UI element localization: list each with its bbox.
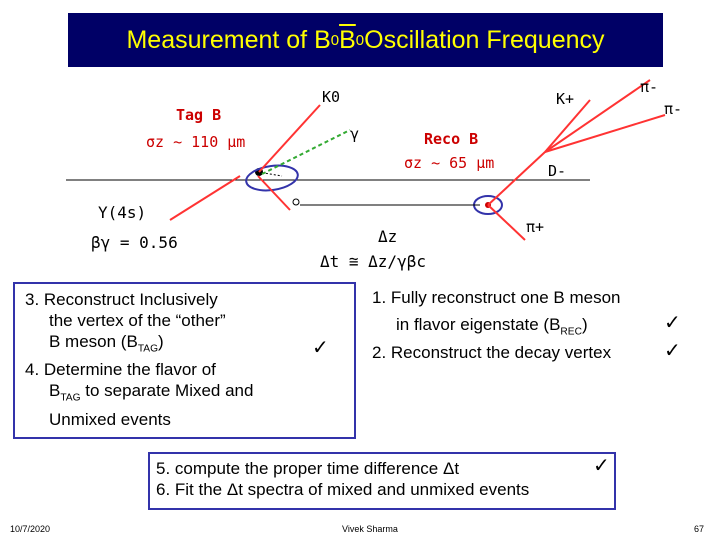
- title-sup-2: 0: [355, 31, 365, 49]
- left-check-icon: ✓: [312, 337, 329, 359]
- tag-b-name: Tag B: [176, 106, 222, 124]
- gamma-label: γ: [350, 125, 359, 143]
- upsilon-label: Υ(4s): [98, 203, 147, 222]
- step1-check-icon: ✓: [664, 310, 681, 334]
- pi-plus-track: [487, 204, 526, 241]
- step4-line2-sub: TAG: [60, 392, 81, 404]
- delta-z-marker-left: [292, 198, 300, 206]
- step3-line1: 3. Reconstruct Inclusively: [25, 290, 218, 309]
- title-prefix: Measurement of B: [126, 25, 331, 54]
- step1-line2-sub: REC: [560, 326, 582, 338]
- boost-label: βγ = 0.56: [91, 233, 178, 252]
- reco-b-name: Reco B: [424, 130, 479, 148]
- step1-line2-pre: in flavor eigenstate (B: [396, 315, 561, 334]
- k0-label: K0: [322, 88, 341, 106]
- step4-line1: 4. Determine the flavor of: [25, 360, 216, 380]
- step1-line2: in flavor eigenstate (BREC): [396, 314, 588, 342]
- title-sup-1: 0: [330, 31, 340, 49]
- pi-minus-label-2: π-: [664, 100, 683, 118]
- delta-z-label: Δz: [378, 227, 398, 246]
- k-plus-label: K+: [556, 90, 575, 108]
- gamma-track: [261, 129, 351, 175]
- step5: 5. compute the proper time difference Δt: [156, 459, 460, 478]
- step3-line3-pre: B meson (B: [49, 332, 138, 351]
- step3-line3-sub: TAG: [137, 343, 158, 355]
- pi-minus-track-2: [544, 114, 666, 153]
- bottom-steps-box: 5. compute the proper time difference Δt…: [148, 452, 616, 510]
- tag-track-k0: [258, 104, 321, 173]
- tag-b-resolution: σz ~ 110 μm: [146, 133, 246, 151]
- tag-track-left: [169, 175, 241, 221]
- step2-check-icon: ✓: [664, 338, 681, 362]
- step4-line2: BTAG to separate Mixed and: [25, 380, 354, 408]
- step3-line2: the vertex of the “other”: [49, 311, 226, 330]
- tag-vertex-ellipse: [245, 164, 299, 192]
- footer-page-number: 67: [694, 524, 705, 534]
- title-suffix: Oscillation Frequency: [364, 25, 605, 54]
- delta-t-formula: Δt ≅ Δz/γβc: [320, 252, 426, 271]
- pi-plus-label: π+: [526, 218, 545, 236]
- reco-b-resolution: σz ~ 65 μm: [404, 154, 495, 172]
- step4-line2-pre: B: [49, 381, 61, 401]
- step3-line3-post: ): [158, 332, 164, 351]
- tag-track-down: [257, 175, 291, 211]
- step4-line3: Unmixed events: [49, 409, 171, 429]
- pi-minus-track-1: [544, 79, 651, 153]
- step5-check-icon: ✓: [593, 455, 610, 477]
- k-plus-track: [544, 99, 591, 153]
- step6: 6. Fit the Δt spectra of mixed and unmix…: [156, 480, 530, 499]
- step4-line2-post: to separate Mixed and: [80, 381, 254, 401]
- step1-line2-post: ): [581, 315, 588, 334]
- step2: 2. Reconstruct the decay vertex: [372, 343, 612, 362]
- step1-line1: 1. Fully reconstruct one B meson: [372, 288, 621, 307]
- title-bbar: B: [339, 25, 356, 54]
- d-track: [487, 151, 546, 206]
- pi-minus-label-1: π-: [640, 78, 659, 96]
- footer-date: 10/7/2020: [10, 524, 51, 534]
- left-steps-box: 3. Reconstruct Inclusively the vertex of…: [13, 282, 356, 439]
- d-minus-label: D-: [548, 162, 567, 180]
- step3-line3: B meson (BTAG): [25, 331, 354, 359]
- footer-author: Vivek Sharma: [342, 524, 398, 534]
